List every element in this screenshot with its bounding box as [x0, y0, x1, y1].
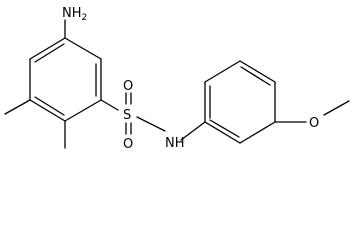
ether-methyl-bond — [323, 100, 350, 116]
methyl-bond-left — [4, 99, 31, 115]
sulfur-nitrogen-bond — [136, 116, 166, 132]
amino-label: NH2 — [62, 6, 87, 23]
amide-nh-label: NH — [165, 136, 185, 151]
left-benzene-ring — [29, 37, 102, 122]
ring-sulfur-bond — [100, 99, 119, 111]
sulfonyl-oxygen-top-label: O — [123, 79, 133, 94]
ether-oxygen-label: O — [309, 116, 319, 131]
sulfonyl-oxygen-bonds — [125, 92, 132, 135]
sulfur-label: S — [123, 108, 131, 123]
structure-diagram: NH2 S O O NH O — [4, 6, 350, 152]
sulfonyl-oxygen-bottom-label: O — [123, 137, 133, 152]
right-benzene-ring — [204, 60, 276, 144]
structure-svg: NH2 S O O NH O — [4, 6, 350, 152]
nitrogen-ring-bond — [180, 121, 206, 141]
